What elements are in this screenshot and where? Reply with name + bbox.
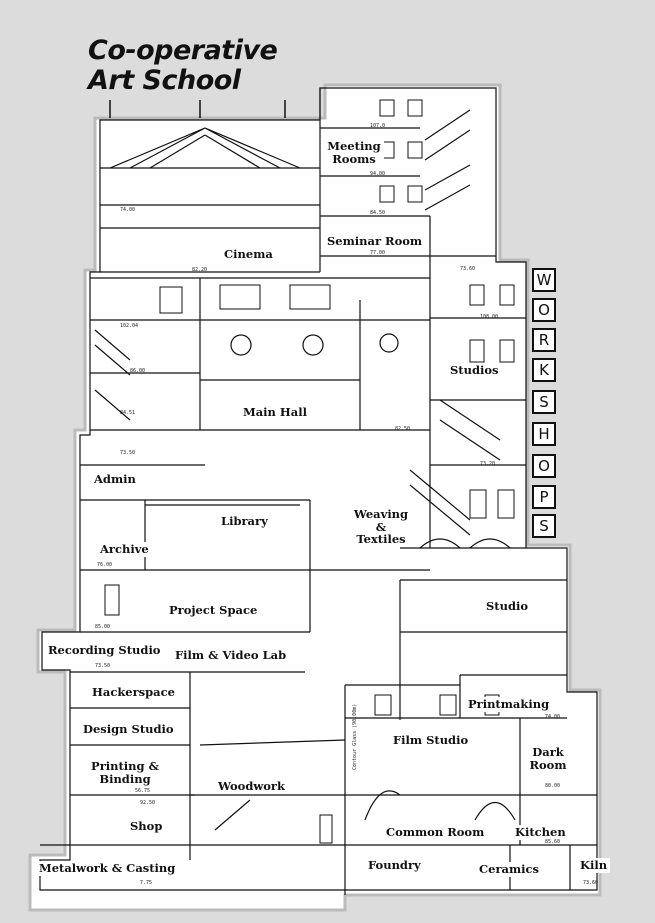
room-seminar-room: Seminar Room xyxy=(324,234,426,249)
level-marker: 73.50 xyxy=(120,450,136,456)
room-hackerspace: Hackerspace xyxy=(89,685,178,700)
room-studio: Studio xyxy=(483,599,532,614)
room-weaving-textiles: Weaving & Textiles xyxy=(348,507,414,547)
level-marker: 94.00 xyxy=(370,171,386,177)
level-marker: 73.60 xyxy=(583,880,599,886)
room-film-studio: Film Studio xyxy=(390,733,472,748)
room-studios: Studios xyxy=(447,363,502,378)
workshops-letter-k: K xyxy=(532,358,556,382)
title-line-2: Art School xyxy=(88,65,241,96)
room-dark-room: Dark Room xyxy=(525,745,571,773)
room-design-studio: Design Studio xyxy=(80,722,177,737)
workshops-letter-p: P xyxy=(532,485,556,509)
workshops-letter-o2: O xyxy=(532,454,556,478)
room-ceramics: Ceramics xyxy=(476,862,542,877)
room-archive: Archive xyxy=(97,542,152,557)
level-marker: 73.60 xyxy=(460,266,476,272)
school-title: Co-operative Art School xyxy=(88,35,278,96)
room-metalwork-casting: Metalwork & Casting xyxy=(36,861,179,876)
room-library: Library xyxy=(218,514,271,529)
title-line-1: Co-operative xyxy=(88,35,278,66)
room-cinema: Cinema xyxy=(221,247,276,262)
room-kiln: Kiln xyxy=(577,858,611,873)
level-marker: 85.00 xyxy=(95,624,111,630)
level-marker: 82.20 xyxy=(192,267,208,273)
room-project-space: Project Space xyxy=(166,603,261,618)
level-marker: 108.00 xyxy=(480,314,499,320)
room-admin: Admin xyxy=(91,472,139,487)
room-printing-binding: Printing & Binding xyxy=(86,759,164,787)
room-common-room: Common Room xyxy=(383,825,488,840)
level-marker: 102.04 xyxy=(120,323,139,329)
room-shop: Shop xyxy=(127,819,166,834)
level-marker: 84.50 xyxy=(370,210,386,216)
level-marker: 92.50 xyxy=(140,800,156,806)
room-recording-studio: Recording Studio xyxy=(45,643,164,658)
room-main-hall: Main Hall xyxy=(240,405,310,420)
level-marker: 56.75 xyxy=(135,788,151,794)
level-marker: 84.51 xyxy=(120,410,136,416)
level-marker: 80.00 xyxy=(545,783,561,789)
room-film-video-lab: Film & Video Lab xyxy=(172,648,290,663)
level-marker: 76.00 xyxy=(97,562,113,568)
workshops-letter-s: S xyxy=(532,390,556,414)
room-meeting-rooms: Meeting Rooms xyxy=(324,139,384,167)
level-marker: 73.50 xyxy=(95,663,111,669)
room-woodwork: Woodwork xyxy=(215,779,288,794)
workshops-letter-s2: S xyxy=(532,514,556,538)
level-marker: 74.00 xyxy=(545,714,561,720)
workshops-letter-w: W xyxy=(532,268,556,292)
contour-glass-annotation: Contour Glass (90.00m) xyxy=(352,703,358,770)
workshops-letter-r: R xyxy=(532,328,556,352)
level-marker: 7.75 xyxy=(140,880,153,886)
workshops-letter-h: H xyxy=(532,422,556,446)
workshops-letter-o: O xyxy=(532,298,556,322)
level-marker: 73.20 xyxy=(480,461,496,467)
level-marker: 82.50 xyxy=(395,426,411,432)
room-foundry: Foundry xyxy=(365,858,424,873)
room-printmaking: Printmaking xyxy=(465,697,553,712)
room-kitchen: Kitchen xyxy=(512,825,569,840)
level-marker: 74.00 xyxy=(120,207,136,213)
level-marker: 77.00 xyxy=(370,250,386,256)
level-marker: 107.0 xyxy=(370,123,386,129)
level-marker: 86.00 xyxy=(130,368,146,374)
level-marker: 85.60 xyxy=(545,839,561,845)
